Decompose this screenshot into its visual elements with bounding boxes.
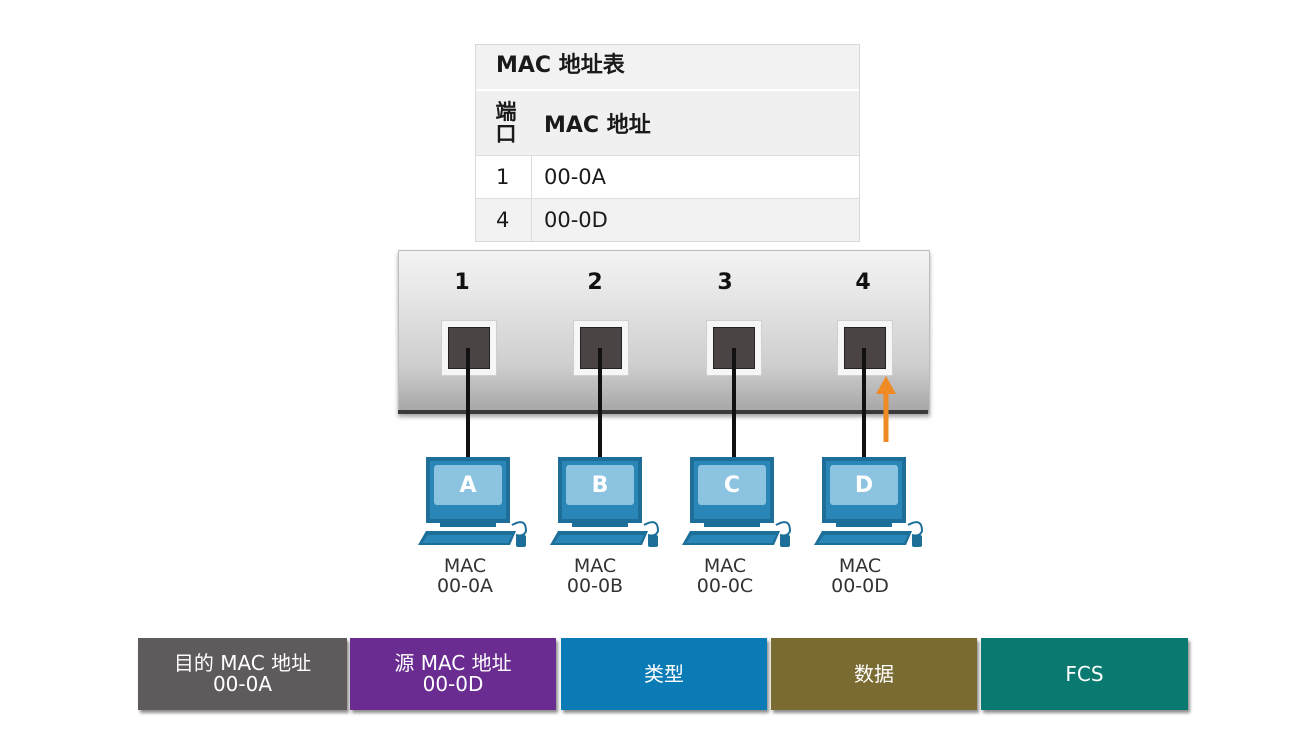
frame-arrow-icon <box>876 376 896 442</box>
host-letter: D <box>854 472 874 498</box>
host-letter: B <box>591 472 609 498</box>
port-number-4: 4 <box>855 270 871 295</box>
mac-address-cell: 00-0D <box>544 208 608 232</box>
computer-icon <box>682 457 792 547</box>
computer-icon <box>550 457 660 547</box>
mac-table-title: MAC 地址表 <box>476 45 859 90</box>
field-label: 类型 <box>644 661 684 686</box>
switch-bottom-edge <box>398 410 928 414</box>
host-letter: C <box>723 472 741 498</box>
frame-field-type: 类型 <box>561 638 767 710</box>
cable-port-3 <box>732 348 736 460</box>
frame-field-source-mac: 源 MAC 地址 00-0D <box>350 638 556 710</box>
computer-icon <box>814 457 924 547</box>
mac-caption: MAC <box>838 555 882 577</box>
port-cell: 4 <box>476 199 532 241</box>
port-number-3: 3 <box>717 270 733 295</box>
field-value: 00-0A <box>212 672 273 696</box>
mac-value: 00-0D <box>831 575 889 597</box>
frame-field-destination-mac: 目的 MAC 地址 00-0A <box>138 638 347 710</box>
mac-value: 00-0A <box>436 575 494 597</box>
port-number-2: 2 <box>587 270 603 295</box>
mac-caption: MAC <box>573 555 617 577</box>
frame-field-fcs: FCS <box>981 638 1188 710</box>
mac-address-cell: 00-0A <box>544 165 607 189</box>
mac-table-row: 4 00-0D <box>476 198 859 241</box>
port-column-header: 端口 <box>476 91 532 155</box>
field-value: 00-0D <box>422 672 484 696</box>
mac-address-column-header: MAC 地址 <box>544 113 651 138</box>
host-b: B <box>544 455 674 551</box>
field-label: 源 MAC 地址 <box>394 651 512 675</box>
host-a: A <box>412 455 542 551</box>
host-c-mac-label: MAC 00-0C <box>675 556 775 596</box>
computer-icon <box>418 457 528 547</box>
port-number-1: 1 <box>454 270 470 295</box>
mac-caption: MAC <box>703 555 747 577</box>
mac-table-header-row: 端口 MAC 地址 <box>476 90 859 155</box>
mac-table-row: 1 00-0A <box>476 155 859 198</box>
host-b-mac-label: MAC 00-0B <box>545 556 645 596</box>
field-label: FCS <box>1065 661 1104 686</box>
mac-value: 00-0B <box>566 575 624 597</box>
port-cell: 1 <box>476 156 532 198</box>
field-label: 数据 <box>854 661 894 686</box>
frame-field-data: 数据 <box>771 638 977 710</box>
cable-port-1 <box>466 348 470 460</box>
cable-port-2 <box>598 348 602 460</box>
host-d: D <box>808 455 938 551</box>
host-a-mac-label: MAC 00-0A <box>415 556 515 596</box>
host-c: C <box>676 455 806 551</box>
mac-value: 00-0C <box>696 575 754 597</box>
mac-address-table: MAC 地址表 端口 MAC 地址 1 00-0A 4 00-0D <box>475 44 860 242</box>
host-letter: A <box>459 472 477 498</box>
field-label: 目的 MAC 地址 <box>173 651 312 675</box>
host-d-mac-label: MAC 00-0D <box>810 556 910 596</box>
mac-caption: MAC <box>443 555 487 577</box>
cable-port-4 <box>862 348 866 460</box>
port-column-header-text: 端口 <box>495 100 517 146</box>
